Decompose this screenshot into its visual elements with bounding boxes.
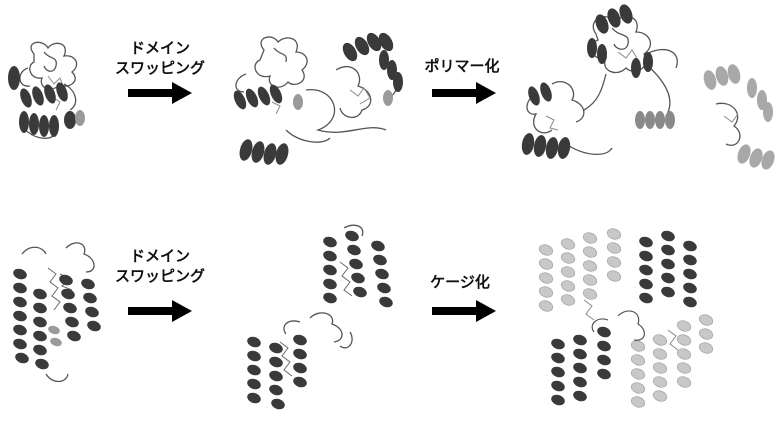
row2-step2-label-text: ケージ化: [420, 272, 500, 292]
row2-step1-label-line2: スワッピング: [98, 266, 222, 286]
row2-dimer-structure: [240, 222, 400, 422]
row1-step2-label: ポリマー化: [414, 56, 510, 76]
row2-step1-label: ドメイン スワッピング: [98, 246, 222, 286]
row1-dimer-structure: [226, 30, 416, 178]
row1-step1-label-line1: ドメイン: [98, 38, 222, 58]
row1-step1-label: ドメイン スワッピング: [98, 38, 222, 78]
row1-step2-label-text: ポリマー化: [414, 56, 510, 76]
row2-arrow-2: [432, 300, 498, 322]
row2-step1-label-line1: ドメイン: [98, 246, 222, 266]
row2-cage-structure: [528, 220, 728, 426]
row1-polymer-structure: [506, 4, 780, 180]
row1-monomer-structure: [4, 38, 96, 148]
row2-step2-label: ケージ化: [420, 272, 500, 292]
row1-arrow-2: [432, 82, 498, 104]
row2-monomer-structure: [6, 234, 110, 388]
row2-arrow-1: [128, 300, 194, 322]
row1-arrow-1: [128, 82, 194, 104]
row1-step1-label-line2: スワッピング: [98, 58, 222, 78]
